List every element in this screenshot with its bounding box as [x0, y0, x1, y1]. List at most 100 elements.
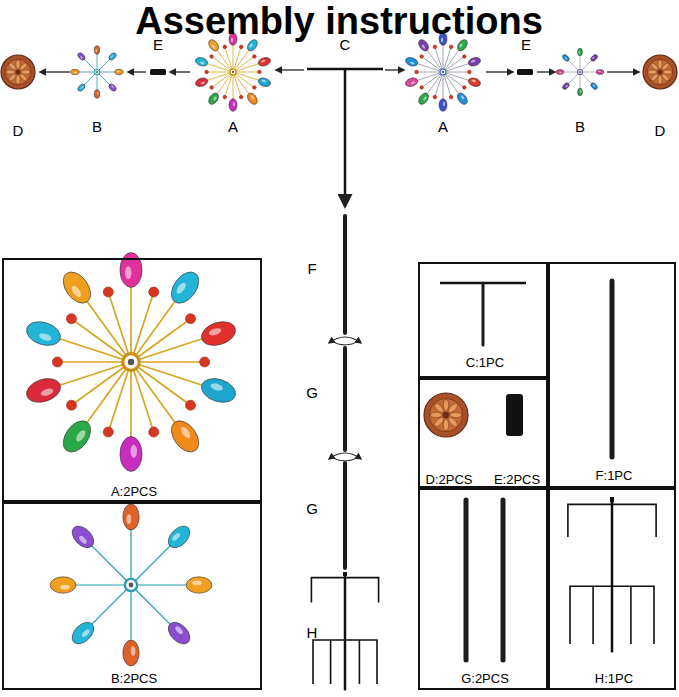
assembly-arrow [537, 71, 555, 72]
stake-fork [570, 586, 654, 644]
connector-sleeve [506, 394, 523, 436]
cap-face [647, 59, 673, 85]
spinner-cup [439, 99, 447, 112]
spinner-bead [253, 55, 257, 59]
stake-rod [464, 500, 469, 660]
cap-petal [661, 62, 670, 71]
spinner-bead [239, 95, 243, 99]
spinner-cup [50, 577, 76, 593]
spinner-spoke [108, 362, 131, 432]
assembly-arrow [128, 71, 146, 72]
cap-petal [19, 62, 28, 71]
cup-highlight [74, 72, 77, 74]
spinner-spoke [435, 72, 443, 97]
spinner-hub-hole [442, 71, 444, 73]
spinner-bead [200, 357, 210, 367]
parts-box: B:2PCS [2, 502, 262, 690]
cup-highlight [200, 81, 205, 85]
copper-cap [424, 393, 468, 437]
cap-face [430, 399, 463, 432]
parts-box: D:2PCSE:2PCS [418, 378, 548, 488]
stake-rod [343, 216, 347, 333]
spinner-hub [123, 354, 140, 371]
cup-highlight [60, 585, 70, 590]
spinner-spoke [131, 361, 205, 363]
cup-highlight [210, 382, 224, 392]
cap-petal [433, 416, 445, 428]
parts-box: A:2PCS [2, 258, 262, 502]
cup-highlight [471, 59, 476, 63]
spinner-bead [223, 95, 227, 99]
part-count: C:1PC [466, 355, 504, 370]
cap-petal [443, 399, 448, 410]
spinner-bead [210, 55, 214, 59]
spinner-cup [207, 91, 221, 106]
spinner-bead [149, 427, 159, 437]
spinner-cup [404, 76, 418, 87]
spinner-spoke [435, 47, 443, 72]
spinner-cup [94, 90, 99, 98]
cap-center [15, 69, 20, 74]
spinner-hub [95, 70, 100, 75]
cup-highlight [175, 281, 188, 295]
cup-highlight [110, 55, 113, 58]
part-letter: B [92, 118, 102, 135]
spinner-spoke [108, 292, 131, 362]
cup-highlight [179, 425, 192, 439]
spinner-cup [404, 56, 418, 67]
stake-rod [610, 281, 615, 457]
spinner-cup [58, 267, 96, 308]
cup-highlight [410, 61, 415, 65]
cup-highlight [70, 284, 83, 298]
diagram-title: Assembly instructions [135, 0, 543, 43]
stake-prong [630, 586, 632, 644]
spinner-bead [433, 45, 437, 49]
part-letter: E [153, 36, 163, 53]
spinner-cup [467, 56, 481, 67]
spinner-bead [253, 86, 257, 90]
cap-petal [658, 60, 662, 69]
copper-cap [1, 55, 35, 89]
cap-petal [447, 416, 459, 428]
cap-rim [1, 55, 35, 89]
spinner-hub-hole [128, 359, 134, 365]
part-letter: F [307, 260, 316, 277]
spinner-bead [420, 86, 424, 90]
spinner-spoke [131, 319, 191, 362]
spinner-spoke [233, 72, 259, 73]
spinner-cup [596, 70, 604, 75]
spinner-cup [198, 318, 238, 350]
spinner-bead [66, 314, 76, 324]
spinner-cup [467, 76, 481, 87]
spinner-cup [590, 82, 599, 91]
cup-highlight [131, 646, 136, 656]
cap-center [657, 69, 662, 74]
spinner-spoke [71, 362, 131, 405]
spinner-hub [578, 70, 583, 75]
cap-petal [16, 60, 20, 69]
spinner-cup [120, 437, 142, 472]
spinner-cup [123, 640, 139, 666]
stake-rod [343, 463, 347, 568]
spinner-spoke [233, 72, 241, 97]
spinner-spoke [207, 72, 233, 73]
spinner-hub [440, 69, 446, 75]
part-letter: A [228, 118, 238, 135]
spinner-cup [590, 53, 599, 62]
assembly-arrow [486, 71, 513, 72]
spinner-spoke [233, 47, 241, 72]
cap-petal [433, 402, 445, 414]
cup-highlight [192, 581, 202, 586]
spinner-cup [456, 91, 470, 106]
cup-highlight [111, 85, 114, 88]
spinner-spoke [443, 72, 451, 97]
cup-highlight [38, 332, 52, 342]
part-count: A:2PCS [111, 484, 157, 499]
cup-highlight [559, 72, 562, 73]
spinner-bead [449, 95, 453, 99]
cup-highlight [78, 535, 88, 545]
spinner-bead [205, 70, 209, 74]
spinner-hub-hole [129, 583, 134, 588]
spinner-spoke [131, 292, 154, 362]
spinner-bead [463, 86, 467, 90]
